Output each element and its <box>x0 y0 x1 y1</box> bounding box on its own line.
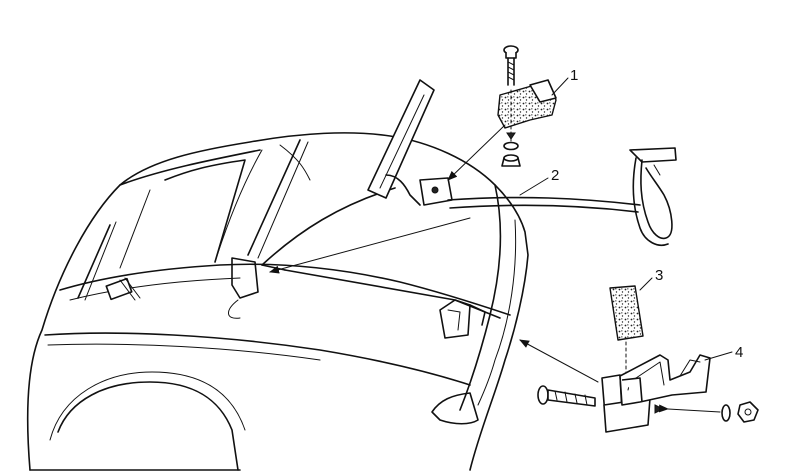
mirror-assembly <box>367 79 453 206</box>
callout-1: 1 <box>570 67 578 84</box>
part-4-bracket <box>519 339 759 433</box>
callout-2: 2 <box>551 167 559 184</box>
callout-4: 4 <box>735 344 743 361</box>
vehicle-body <box>26 132 529 471</box>
part-3-pad <box>609 277 653 381</box>
callout-3: 3 <box>655 267 663 284</box>
part-2-cable <box>269 147 677 274</box>
part-1-bracket <box>447 45 569 181</box>
